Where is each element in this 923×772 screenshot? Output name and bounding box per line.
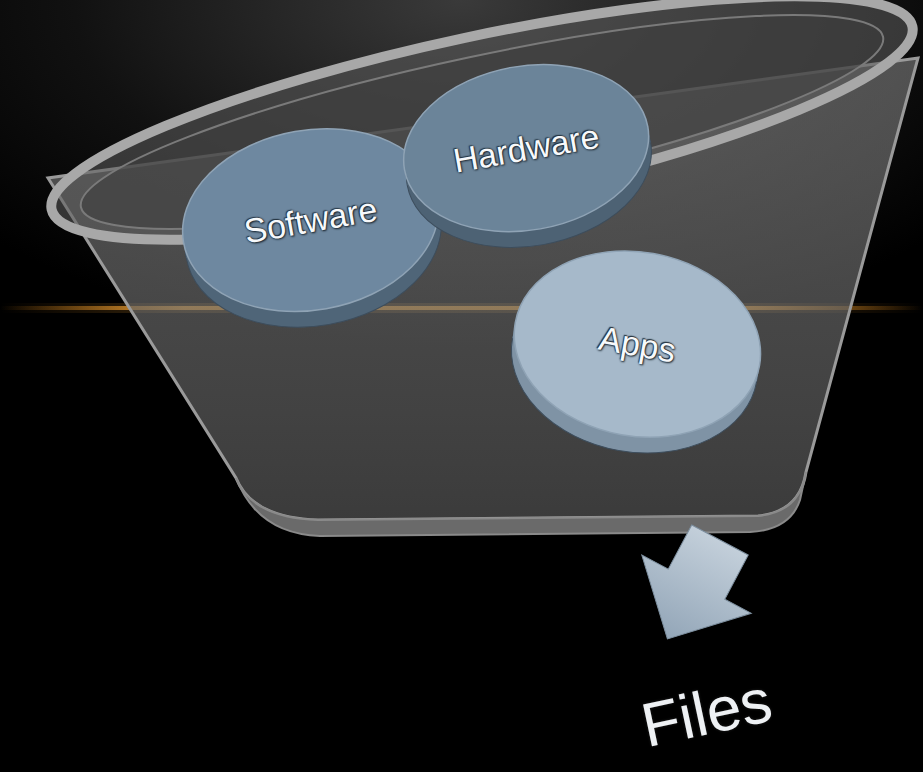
output-label: Files bbox=[635, 664, 778, 761]
funnel-rim bbox=[35, 0, 923, 290]
disc-top bbox=[499, 232, 775, 456]
funnel-spout bbox=[236, 472, 806, 536]
output-arrow bbox=[613, 511, 775, 668]
disc-label: Software bbox=[241, 189, 380, 251]
disc-top bbox=[391, 46, 663, 250]
apps-disc: Apps bbox=[494, 230, 778, 475]
disc-label: Hardware bbox=[451, 116, 603, 180]
disc-label: Apps bbox=[596, 318, 679, 370]
